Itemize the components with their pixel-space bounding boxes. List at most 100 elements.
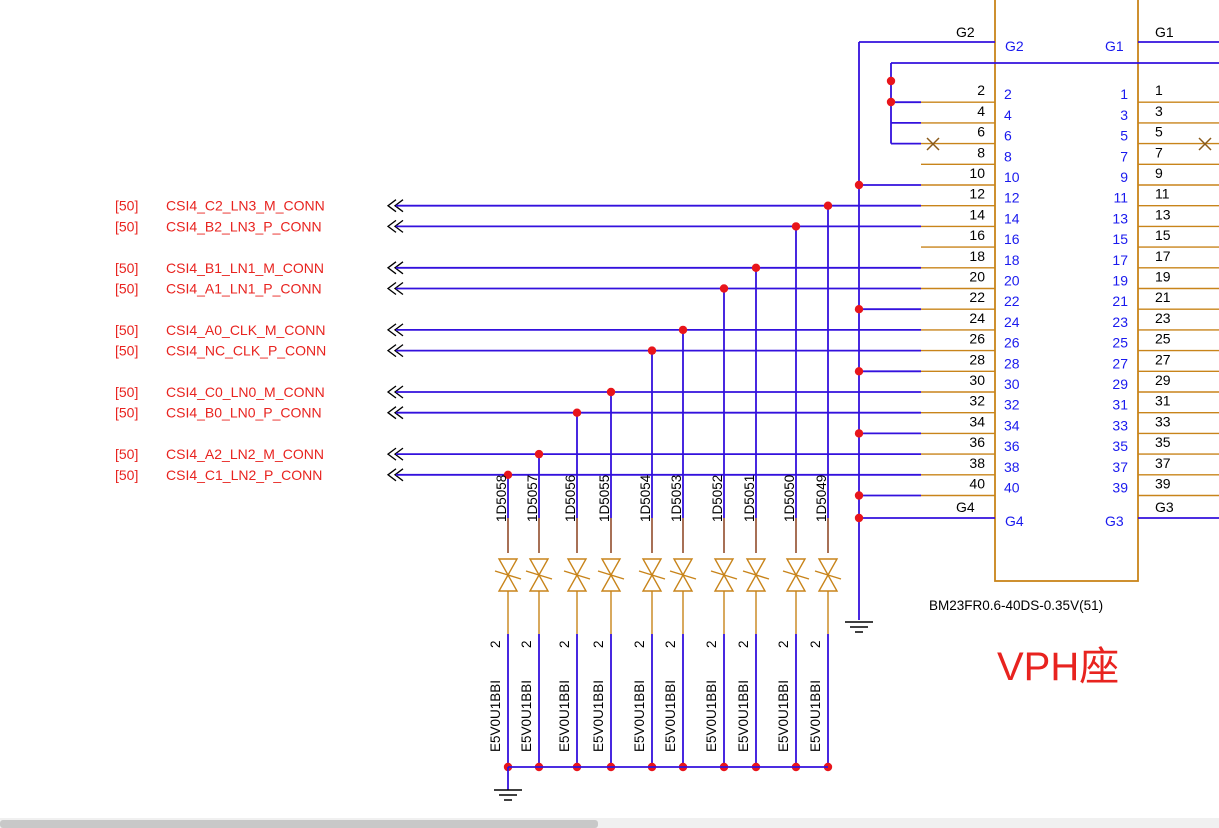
pin-inner-37: 37 bbox=[1112, 459, 1128, 475]
offpage-chevron-outer bbox=[386, 385, 397, 399]
offpage-chevron-inner bbox=[393, 281, 404, 296]
pin-label-14: 14 bbox=[969, 206, 985, 222]
connector-title: VPH座 bbox=[997, 645, 1119, 689]
pin-inner-3: 3 bbox=[1120, 107, 1128, 123]
offpage-chevron-outer bbox=[386, 468, 397, 482]
net-page-ref: [50] bbox=[115, 343, 138, 359]
net-label: CSI4_B1_LN1_M_CONN bbox=[166, 260, 324, 276]
scrollbar-thumb[interactable] bbox=[0, 820, 598, 828]
pin-inner-40: 40 bbox=[1004, 480, 1020, 496]
pin-inner-6: 6 bbox=[1004, 128, 1012, 144]
offpage-chevron-outer bbox=[386, 323, 397, 337]
offpage-chevron-inner bbox=[393, 468, 404, 482]
pin-inner-38: 38 bbox=[1004, 459, 1020, 475]
pin-inner-12: 12 bbox=[1004, 190, 1020, 206]
offpage-chevron-inner bbox=[393, 199, 404, 213]
junction-ground-28 bbox=[854, 367, 864, 376]
diode-pin: 2 bbox=[736, 640, 751, 648]
pin-label-21: 21 bbox=[1155, 289, 1171, 305]
offpage-chevron-inner bbox=[393, 385, 404, 399]
pin-label-33: 33 bbox=[1155, 413, 1171, 429]
junction-ground-10 bbox=[854, 180, 864, 190]
horizontal-scrollbar[interactable] bbox=[0, 818, 1219, 828]
junction-ground-40 bbox=[854, 491, 864, 500]
pin-label-2: 2 bbox=[977, 82, 985, 98]
tvs-triangle-top bbox=[566, 558, 588, 577]
offpage-chevron-inner bbox=[393, 447, 404, 461]
pin-inner-16: 16 bbox=[1004, 231, 1020, 247]
pin-label-18: 18 bbox=[969, 248, 985, 264]
pin-label-39: 39 bbox=[1155, 476, 1171, 492]
net-label: CSI4_B0_LN0_P_CONN bbox=[166, 405, 322, 421]
net-label: CSI4_A1_LN1_P_CONN bbox=[166, 281, 322, 297]
diode-value: E5V0U1BBI bbox=[591, 680, 606, 752]
pin-label-37: 37 bbox=[1155, 455, 1171, 471]
offpage-chevron-inner bbox=[393, 219, 404, 233]
net-page-ref: [50] bbox=[115, 281, 138, 297]
diode-value: E5V0U1BBI bbox=[776, 680, 791, 752]
net-page-ref: [50] bbox=[115, 260, 138, 276]
pin-inner-g1: G1 bbox=[1105, 38, 1124, 54]
nc-pin8-marker-b bbox=[926, 137, 940, 151]
net-page-ref: [50] bbox=[115, 405, 138, 421]
pin-label-g3: G3 bbox=[1155, 499, 1174, 515]
diode-value: E5V0U1BBI bbox=[519, 680, 534, 752]
pin-label-24: 24 bbox=[969, 310, 985, 326]
pin-label-3: 3 bbox=[1155, 103, 1163, 119]
net-page-ref: [50] bbox=[115, 384, 138, 400]
pin-inner-14: 14 bbox=[1004, 210, 1020, 226]
diode-ref: 1D5053 bbox=[669, 475, 684, 522]
pin-inner-31: 31 bbox=[1112, 397, 1128, 413]
net-label: CSI4_C1_LN2_P_CONN bbox=[166, 467, 322, 483]
junction-g4 bbox=[854, 513, 864, 523]
pin-label-29: 29 bbox=[1155, 372, 1171, 388]
junction-1D5057 bbox=[534, 449, 544, 459]
pin-label-34: 34 bbox=[969, 413, 985, 429]
junction-1D5056 bbox=[572, 408, 582, 417]
pin-inner-g3: G3 bbox=[1105, 513, 1124, 529]
tvs-triangle-top bbox=[713, 558, 735, 577]
pin-inner-24: 24 bbox=[1004, 314, 1020, 330]
pin-label-31: 31 bbox=[1155, 393, 1171, 409]
junction-ground-34 bbox=[854, 429, 864, 438]
offpage-chevron-outer bbox=[386, 281, 397, 296]
net-label: CSI4_A2_LN2_M_CONN bbox=[166, 446, 324, 462]
tvs-triangle-top bbox=[497, 558, 519, 577]
pin-label-7: 7 bbox=[1155, 144, 1163, 160]
pin-inner-30: 30 bbox=[1004, 376, 1020, 392]
junction-1D5052 bbox=[719, 284, 729, 293]
diode-value: E5V0U1BBI bbox=[808, 680, 823, 752]
pin-inner-15: 15 bbox=[1112, 231, 1128, 247]
diode-value: E5V0U1BBI bbox=[632, 680, 647, 752]
net-label: CSI4_A0_CLK_M_CONN bbox=[166, 322, 326, 338]
pin-label-16: 16 bbox=[969, 227, 985, 243]
junction-1D5054 bbox=[647, 346, 657, 355]
diode-value: E5V0U1BBI bbox=[736, 680, 751, 752]
tvs-bar-1D5051 bbox=[742, 570, 770, 580]
pin-label-23: 23 bbox=[1155, 310, 1171, 326]
diode-ref: 1D5056 bbox=[563, 475, 578, 522]
pin-label-17: 17 bbox=[1155, 248, 1171, 264]
pin-label-12: 12 bbox=[969, 186, 985, 202]
pin-label-35: 35 bbox=[1155, 434, 1171, 450]
junction-1D5051 bbox=[751, 263, 761, 272]
tvs-bar-1D5052 bbox=[710, 570, 738, 580]
junction-1D5055 bbox=[606, 387, 616, 397]
diode-ref: 1D5057 bbox=[525, 475, 540, 522]
offpage-chevron-outer bbox=[386, 344, 397, 358]
pin-label-30: 30 bbox=[969, 372, 985, 388]
junction-pin4 bbox=[886, 97, 896, 107]
junction-1D5050 bbox=[791, 222, 801, 231]
pin-inner-g4: G4 bbox=[1005, 513, 1024, 529]
diode-pin: 2 bbox=[663, 640, 678, 648]
diode-pin: 2 bbox=[488, 640, 503, 648]
pin-inner-23: 23 bbox=[1112, 314, 1128, 330]
pin-inner-34: 34 bbox=[1004, 417, 1020, 433]
pin-label-27: 27 bbox=[1155, 351, 1171, 367]
pin-label-1: 1 bbox=[1155, 82, 1163, 98]
tvs-bar-1D5055 bbox=[597, 570, 625, 580]
pin-label-22: 22 bbox=[969, 289, 985, 305]
pin-inner-4: 4 bbox=[1004, 107, 1012, 123]
pin-label-g1: G1 bbox=[1155, 24, 1174, 40]
